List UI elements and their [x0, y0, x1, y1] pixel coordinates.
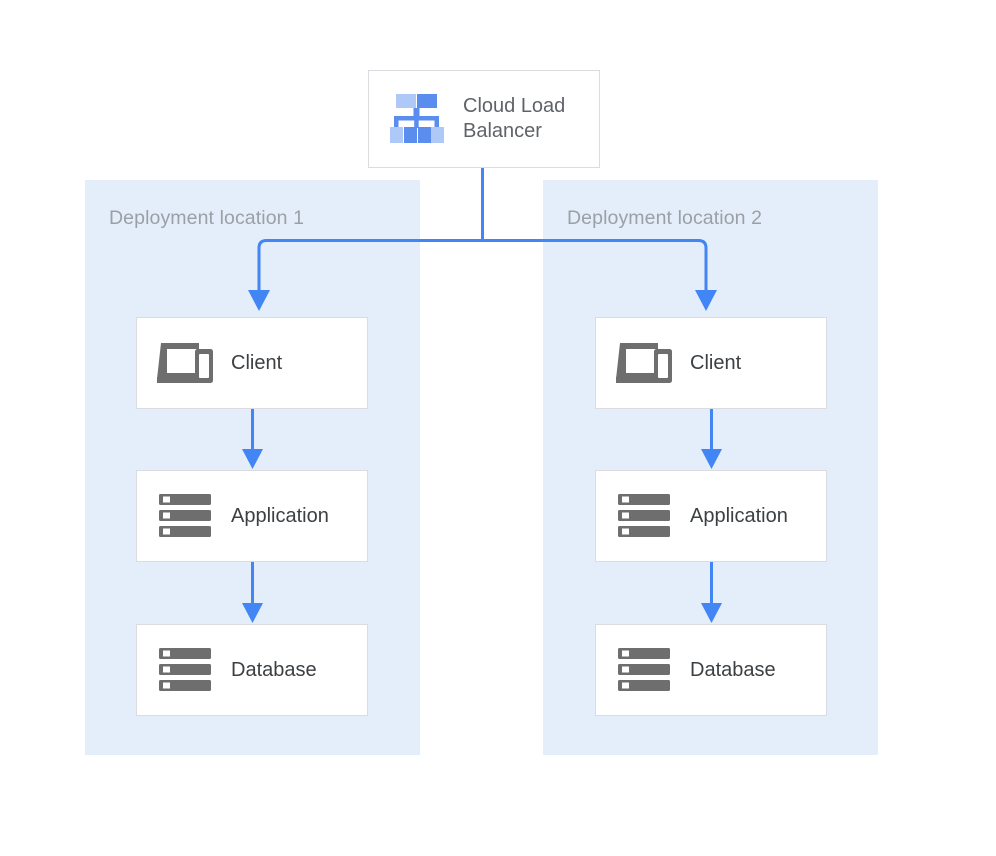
cloud-load-balancer-label: Cloud Load Balancer [463, 95, 566, 142]
server-rack-icon [157, 647, 213, 693]
database-node-location-1[interactable]: Database [136, 624, 368, 716]
hierarchy-icon [389, 93, 445, 145]
server-rack-icon [157, 493, 213, 539]
database-label: Database [231, 659, 317, 681]
database-label: Database [690, 659, 776, 681]
devices-icon [157, 340, 213, 386]
server-rack-icon [616, 493, 672, 539]
client-label: Client [690, 352, 742, 374]
deployment-location-1-label: Deployment location 1 [109, 207, 305, 229]
server-rack-icon [616, 647, 672, 693]
application-node-location-1[interactable]: Application [136, 470, 368, 562]
deployment-location-2-label: Deployment location 2 [567, 207, 763, 229]
application-label: Application [231, 505, 329, 527]
client-node-location-2[interactable]: Client [595, 317, 827, 409]
client-label: Client [231, 352, 283, 374]
cloud-load-balancer-node[interactable]: Cloud Load Balancer [368, 70, 600, 168]
database-node-location-2[interactable]: Database [595, 624, 827, 716]
application-node-location-2[interactable]: Application [595, 470, 827, 562]
devices-icon [616, 340, 672, 386]
application-label: Application [690, 505, 788, 527]
client-node-location-1[interactable]: Client [136, 317, 368, 409]
